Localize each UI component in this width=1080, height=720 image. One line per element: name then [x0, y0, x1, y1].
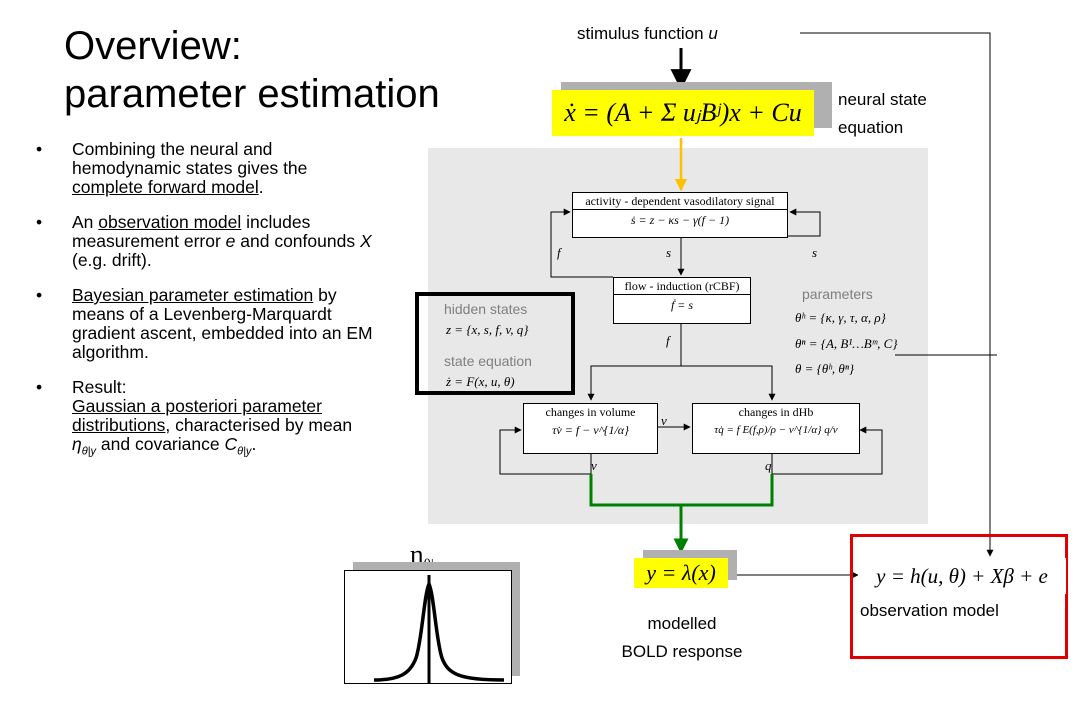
title-line-1: Overview: — [64, 24, 242, 68]
volume-self-loop — [499, 426, 592, 475]
flow-equation: ḟ = s — [670, 298, 694, 312]
bullet-forward-model: Combining the neural and hemodynamic sta… — [36, 140, 376, 197]
bullet-result: Result:Gaussian a posteriori parameter d… — [36, 378, 376, 462]
stimulus-label: stimulus function u — [577, 24, 718, 43]
volume-box: changes in volume τv̇ = f − v^{1/α} — [523, 403, 658, 454]
posterior-plot — [344, 570, 512, 684]
dhb-equation: τq̇ = f E(f,ρ)/ρ − v^{1/α} q/v — [714, 424, 838, 436]
slide-title: Overview: parameter estimation — [64, 22, 440, 118]
var-f-left: f — [557, 245, 561, 260]
hidden-states-equation: z = {x, s, f, v, q} — [446, 322, 529, 337]
parameter-equation-all: θ = {θʰ, θⁿ} — [795, 361, 855, 376]
output-equation: y = λ(x) — [646, 560, 716, 585]
f-to-dhb-arrow — [681, 365, 776, 401]
state-equation: ż = F(x, u, θ) — [446, 374, 515, 389]
flow-induction-box: flow - induction (rCBF) ḟ = s — [613, 277, 751, 324]
output-equation-box: y = λ(x) — [634, 558, 728, 588]
hidden-states-frame — [415, 292, 575, 395]
feedback-s-right — [788, 208, 821, 237]
var-v-bottom: v — [591, 458, 597, 473]
observation-equation: y = h(u, θ) + Xβ + e — [876, 563, 1048, 588]
var-q: q — [765, 458, 772, 473]
title-line-2: parameter estimation — [64, 72, 440, 116]
parameter-equation-neural: θⁿ = {A, B¹…Bᵐ, C} — [795, 336, 898, 351]
volume-equation: τv̇ = f − v^{1/α} — [552, 423, 629, 437]
bullet-observation-model: An observation model includes measuremen… — [36, 213, 376, 270]
neural-equation-box: ẋ = (A + Σ uⱼBʲ)x + Cu — [552, 90, 814, 136]
volume-caption: changes in volume — [545, 405, 636, 419]
parameters-label: parameters — [802, 286, 873, 302]
dhb-caption: changes in dHb — [738, 405, 814, 419]
dhb-self-loop — [771, 426, 883, 475]
hidden-states-label: hidden states — [444, 301, 528, 317]
bullet-bayesian-estimation: Bayesian parameter estimation by means o… — [36, 286, 376, 362]
var-s-center: s — [666, 245, 672, 260]
dhb-box: changes in dHb τq̇ = f E(f,ρ)/ρ − v^{1/α… — [692, 403, 860, 454]
feedback-f-left — [550, 208, 613, 278]
green-q-output — [681, 474, 774, 507]
observation-model-label: observation model — [860, 601, 999, 620]
observation-equation-box: y = h(u, θ) + Xβ + e — [858, 558, 1066, 594]
neural-state-label: neural state equation — [838, 90, 927, 137]
state-equation-label: state equation — [444, 353, 532, 369]
stimulus-to-observation-line — [800, 32, 994, 557]
vasodilatory-caption: activity - dependent vasodilatory signal — [573, 193, 787, 210]
vasodilatory-signal-box: activity - dependent vasodilatory signal… — [572, 192, 788, 238]
observation-model-frame — [850, 534, 1068, 659]
vasodilatory-equation: ṡ = z − κs − γ(f − 1) — [630, 213, 730, 227]
var-f-center: f — [666, 333, 670, 348]
bullet-list: Combining the neural and hemodynamic sta… — [36, 140, 376, 478]
var-s-right: s — [812, 245, 818, 260]
neural-equation: ẋ = (A + Σ uⱼBʲ)x + Cu — [564, 98, 802, 127]
green-v-output — [589, 474, 681, 507]
flow-caption: flow - induction (rCBF) — [614, 278, 750, 295]
var-v-top: v — [661, 413, 667, 428]
parameter-equation-hemodynamic: θʰ = {κ, γ, τ, α, ρ} — [795, 310, 886, 325]
f-to-volume-arrow — [587, 365, 681, 401]
modelled-bold-label: modelled BOLD response — [621, 614, 743, 661]
